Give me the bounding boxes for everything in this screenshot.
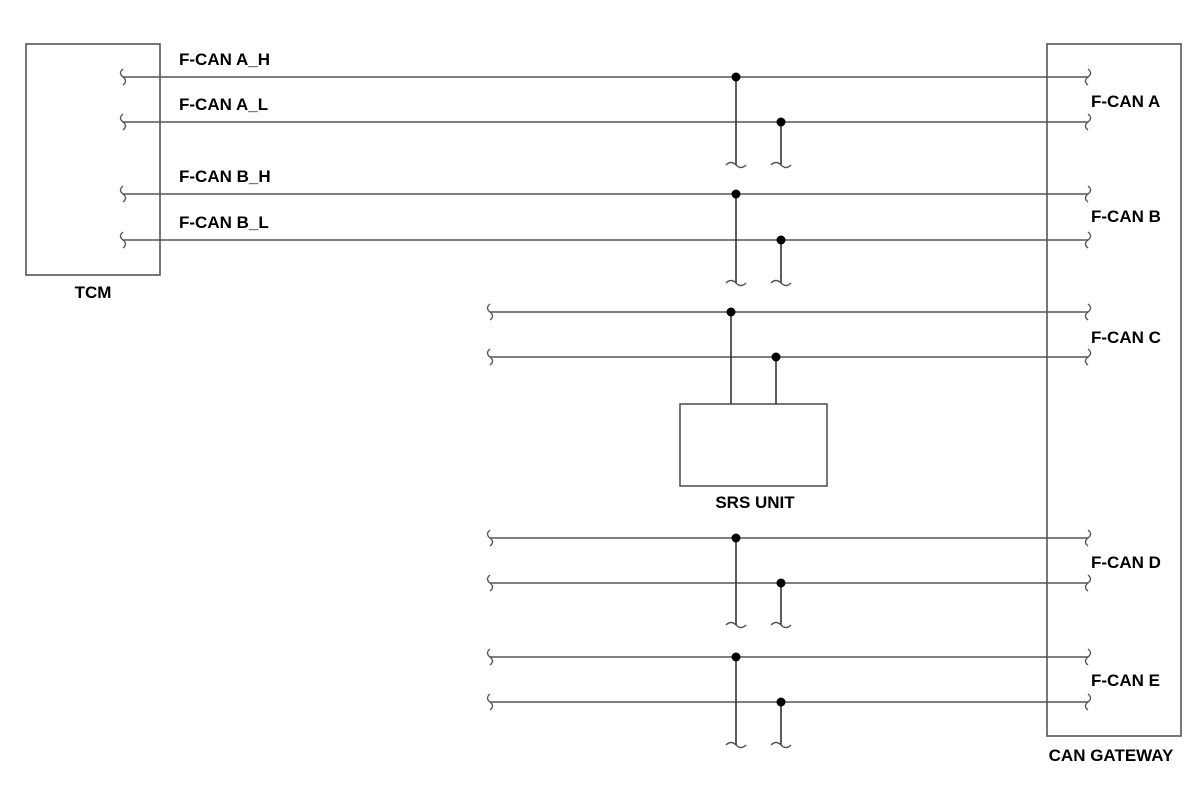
- break-mark: [1084, 113, 1092, 131]
- junction-dot: [776, 235, 786, 245]
- label-tcm: TCM: [75, 283, 112, 302]
- break-mark: [119, 185, 127, 203]
- break-mark: [1084, 185, 1092, 203]
- srs-unit-box: [679, 403, 828, 487]
- break-mark: [486, 348, 494, 366]
- break-mark: [1084, 574, 1092, 592]
- break-mark: [1084, 648, 1092, 666]
- break-mark: [486, 529, 494, 547]
- junction-dot: [771, 352, 781, 362]
- break-mark: [725, 279, 747, 287]
- junction-dot: [731, 652, 741, 662]
- break-mark: [770, 279, 792, 287]
- break-mark: [770, 741, 792, 749]
- break-mark: [486, 303, 494, 321]
- label-gateway-f-can-c: F-CAN C: [1091, 328, 1161, 347]
- junction-dot: [776, 697, 786, 707]
- break-mark: [486, 693, 494, 711]
- label-f-can-a-l: F-CAN A_L: [179, 95, 268, 114]
- break-mark: [725, 161, 747, 169]
- break-mark: [1084, 348, 1092, 366]
- junction-dot: [776, 578, 786, 588]
- break-mark: [486, 574, 494, 592]
- break-mark: [725, 621, 747, 629]
- label-gateway-f-can-b: F-CAN B: [1091, 207, 1161, 226]
- break-mark: [1084, 68, 1092, 86]
- break-mark: [486, 648, 494, 666]
- break-mark: [1084, 693, 1092, 711]
- label-can-gateway: CAN GATEWAY: [1049, 746, 1174, 765]
- junction-dot: [731, 189, 741, 199]
- break-mark: [725, 741, 747, 749]
- junction-dot: [731, 72, 741, 82]
- break-mark: [1084, 231, 1092, 249]
- label-f-can-b-h: F-CAN B_H: [179, 167, 271, 186]
- break-mark: [119, 68, 127, 86]
- can-gateway-box: [1046, 43, 1182, 737]
- junction-dot: [776, 117, 786, 127]
- break-mark: [119, 113, 127, 131]
- label-gateway-f-can-e: F-CAN E: [1091, 671, 1160, 690]
- label-f-can-b-l: F-CAN B_L: [179, 213, 269, 232]
- tcm-box: [25, 43, 161, 276]
- break-mark: [1084, 303, 1092, 321]
- break-mark: [770, 621, 792, 629]
- label-gateway-f-can-a: F-CAN A: [1091, 92, 1160, 111]
- label-gateway-f-can-d: F-CAN D: [1091, 553, 1161, 572]
- label-f-can-a-h: F-CAN A_H: [179, 50, 270, 69]
- label-srs-unit: SRS UNIT: [715, 493, 795, 512]
- break-mark: [1084, 529, 1092, 547]
- break-mark: [119, 231, 127, 249]
- junction-dot: [726, 307, 736, 317]
- junction-dot: [731, 533, 741, 543]
- break-mark: [770, 161, 792, 169]
